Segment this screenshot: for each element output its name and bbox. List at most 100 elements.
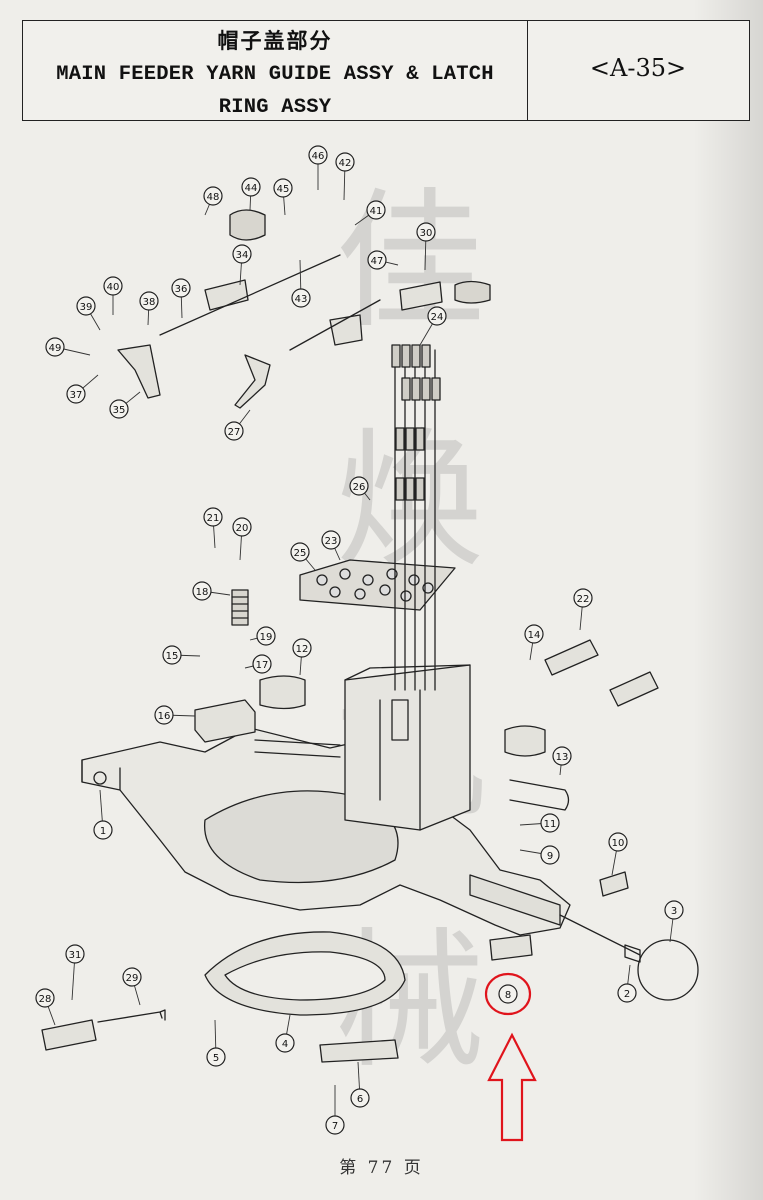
callout-part-20: 20 — [232, 517, 252, 537]
callout-number: 48 — [207, 192, 220, 203]
callout-number: 17 — [256, 660, 269, 671]
callout-number: 14 — [528, 630, 541, 641]
callout-number: 43 — [295, 294, 308, 305]
callout-number: 42 — [339, 158, 352, 169]
callout-part-45: 45 — [273, 178, 293, 198]
callout-number: 36 — [175, 284, 188, 295]
callout-circle — [203, 507, 223, 527]
callout-part-40: 40 — [103, 276, 123, 296]
callout-number: 25 — [294, 548, 307, 559]
callout-number: 27 — [228, 427, 241, 438]
callout-part-47: 47 — [367, 250, 387, 270]
callout-circle — [617, 983, 637, 1003]
callout-circle — [349, 476, 369, 496]
callout-part-42: 42 — [335, 152, 355, 172]
callout-part-37: 37 — [66, 384, 86, 404]
callout-part-23: 23 — [321, 530, 341, 550]
callout-part-7: 7 — [325, 1115, 345, 1135]
callout-circle — [540, 845, 560, 865]
callout-circle — [122, 967, 142, 987]
callout-circle — [325, 1115, 345, 1135]
callout-part-14: 14 — [524, 624, 544, 644]
callout-part-31: 31 — [65, 944, 85, 964]
callout-part-35: 35 — [109, 399, 129, 419]
callout-part-15: 15 — [162, 645, 182, 665]
callout-part-25: 25 — [290, 542, 310, 562]
callout-circle — [335, 152, 355, 172]
callout-number: 11 — [544, 819, 557, 830]
callout-number: 5 — [213, 1053, 219, 1064]
callout-part-19: 19 — [256, 626, 276, 646]
callout-number: 8 — [505, 990, 511, 1001]
callout-part-11: 11 — [540, 813, 560, 833]
callout-number: 15 — [166, 651, 179, 662]
title-english: MAIN FEEDER YARN GUIDE ASSY & LATCH RING… — [56, 63, 494, 119]
callout-part-27: 27 — [224, 421, 244, 441]
callout-circle — [275, 1033, 295, 1053]
callout-part-44: 44 — [241, 177, 261, 197]
callout-part-12: 12 — [292, 638, 312, 658]
callout-part-28: 28 — [35, 988, 55, 1008]
callout-number: 38 — [143, 297, 156, 308]
callout-part-13: 13 — [552, 746, 572, 766]
part-drawings — [41, 209, 699, 1063]
callout-number: 31 — [69, 950, 82, 961]
callout-part-36: 36 — [171, 278, 191, 298]
callout-number: 10 — [612, 838, 625, 849]
callout-number: 23 — [325, 536, 338, 547]
title-block: 帽子盖部分 MAIN FEEDER YARN GUIDE ASSY & LATC… — [22, 20, 750, 121]
callout-number: 13 — [556, 752, 569, 763]
callout-number: 4 — [282, 1039, 288, 1050]
callout-part-5: 5 — [206, 1047, 226, 1067]
callout-part-41: 41 — [366, 200, 386, 220]
callout-number: 9 — [547, 851, 553, 862]
callout-circle — [291, 288, 311, 308]
callout-number: 12 — [296, 644, 309, 655]
callout-circle — [552, 746, 572, 766]
callout-circle — [540, 813, 560, 833]
callout-circle — [103, 276, 123, 296]
callout-number: 16 — [158, 711, 171, 722]
callout-number: 28 — [39, 994, 52, 1005]
callout-circle — [498, 984, 518, 1004]
title-chinese: 帽子盖部分 — [217, 28, 333, 53]
callout-number: 34 — [236, 250, 249, 261]
callout-part-10: 10 — [608, 832, 628, 852]
callout-number: 19 — [260, 632, 273, 643]
callout-circle — [608, 832, 628, 852]
callout-part-30: 30 — [416, 222, 436, 242]
callout-circle — [366, 200, 386, 220]
title-cell: 帽子盖部分 MAIN FEEDER YARN GUIDE ASSY & LATC… — [23, 21, 528, 120]
callout-part-6: 6 — [350, 1088, 370, 1108]
callout-number: 35 — [113, 405, 126, 416]
highlight-annotation — [484, 972, 537, 1142]
callout-part-3: 3 — [664, 900, 684, 920]
callout-circle — [308, 145, 328, 165]
callout-part-4: 4 — [275, 1033, 295, 1053]
callout-number: 20 — [236, 523, 249, 534]
callout-circle — [203, 186, 223, 206]
callout-number: 39 — [80, 302, 93, 313]
callout-circle — [321, 530, 341, 550]
callout-circle — [256, 626, 276, 646]
callout-part-8: 8 — [498, 984, 518, 1004]
callout-circle — [573, 588, 593, 608]
yarn-guide-arm — [117, 344, 161, 399]
callout-circle — [232, 244, 252, 264]
callout-circle — [93, 820, 113, 840]
callout-number: 6 — [357, 1094, 363, 1105]
callout-part-22: 22 — [573, 588, 593, 608]
callout-part-26: 26 — [349, 476, 369, 496]
callout-circle — [65, 944, 85, 964]
callout-number: 49 — [49, 343, 62, 354]
page-edge-shadow — [693, 0, 763, 1200]
callout-circle — [109, 399, 129, 419]
callout-number: 29 — [126, 973, 139, 984]
callout-circle — [416, 222, 436, 242]
callout-part-49: 49 — [45, 337, 65, 357]
callout-part-1: 1 — [93, 820, 113, 840]
callout-circle — [45, 337, 65, 357]
callout-circle — [427, 306, 447, 326]
